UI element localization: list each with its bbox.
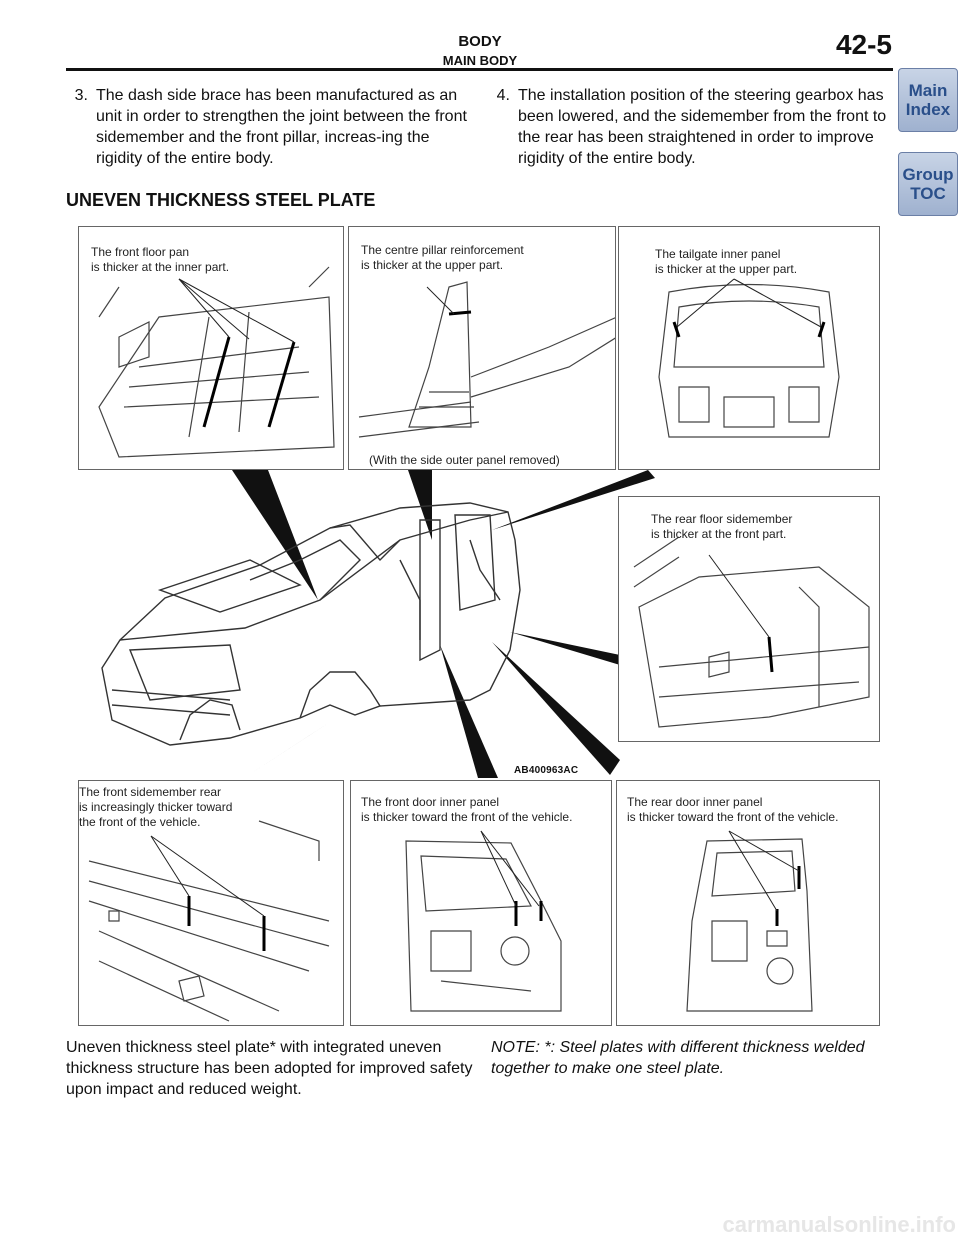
list-item-3: 3. The dash side brace has been manufact… (66, 85, 476, 169)
group-toc-label-line1: Group (902, 165, 954, 184)
list-item-4: 4. The installation position of the stee… (488, 85, 893, 169)
callout-front-door: The front door inner panel is thicker to… (361, 795, 573, 824)
main-index-label-line2: Index (905, 100, 951, 119)
list-item-text: The dash side brace has been manufacture… (96, 87, 467, 167)
panel-front-door: The front door inner panel is thicker to… (350, 780, 612, 1026)
list-item-text: The installation position of the steerin… (518, 87, 887, 167)
list-item-number: 4. (496, 87, 510, 104)
callout-centre-pillar: The centre pillar reinforcement is thick… (361, 243, 524, 272)
header-rule (66, 68, 893, 71)
description-paragraph: Uneven thickness steel plate* with integ… (66, 1039, 473, 1098)
panel-centre-pillar: The centre pillar reinforcement is thick… (348, 226, 616, 470)
callout-front-sidemember: The front sidemember rear is increasingl… (79, 785, 233, 829)
group-toc-button[interactable]: Group TOC (898, 152, 958, 216)
main-index-label-line1: Main (908, 81, 948, 100)
panel-tailgate: The tailgate inner panel is thicker at t… (618, 226, 880, 470)
page-number: 42-5 (835, 29, 892, 60)
callout-rear-floor-sidemember: The rear floor sidemember is thicker at … (651, 512, 793, 541)
figure-reference-code: AB400963AC (514, 765, 579, 776)
panel-front-sidemember: The front sidemember rear is increasingl… (78, 780, 344, 1026)
list-item-number: 3. (74, 87, 88, 104)
group-toc-label-line2: TOC (910, 184, 946, 203)
callout-tailgate: The tailgate inner panel is thicker at t… (655, 247, 798, 276)
section-subtitle: MAIN BODY (442, 53, 518, 68)
panel-rear-door: The rear door inner panel is thicker tow… (616, 780, 880, 1026)
watermark: carmanualsonline.info (722, 1212, 957, 1237)
main-index-button[interactable]: Main Index (898, 68, 958, 132)
callout-front-floor-pan: The front floor pan is thicker at the in… (91, 245, 230, 274)
panel-rear-floor-sidemember: The rear floor sidemember is thicker at … (618, 496, 880, 742)
section-title: BODY (458, 33, 502, 50)
section-heading: UNEVEN THICKNESS STEEL PLATE (66, 190, 376, 210)
callout-rear-door: The rear door inner panel is thicker tow… (627, 795, 839, 824)
note-paragraph: NOTE: *: Steel plates with different thi… (491, 1039, 865, 1077)
panel-front-floor-pan: The front floor pan is thicker at the in… (78, 226, 344, 470)
centre-pillar-note: (With the side outer panel removed) (369, 453, 560, 467)
